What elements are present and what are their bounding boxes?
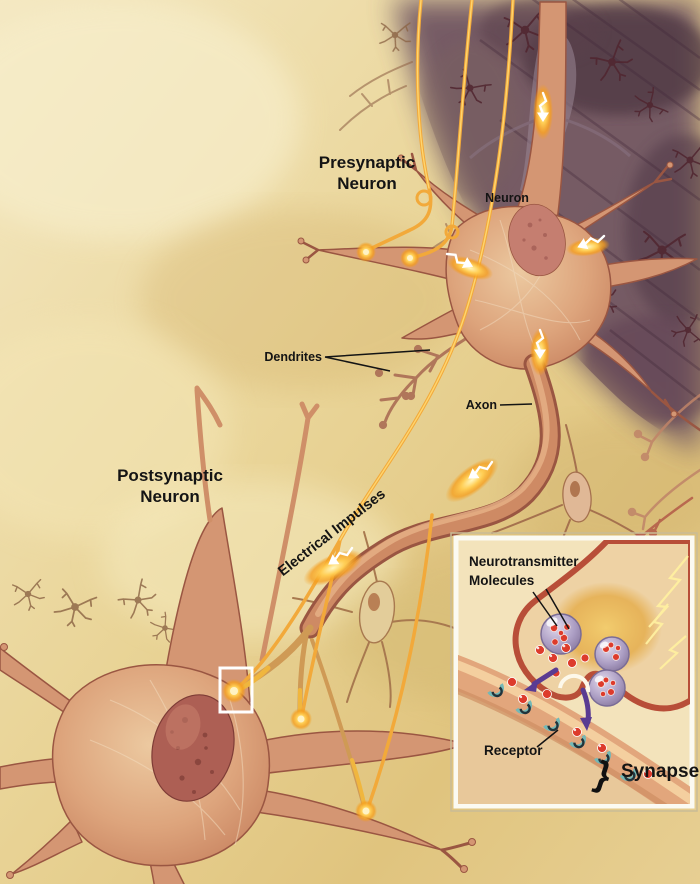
postsynaptic-apical-trunk bbox=[159, 507, 251, 706]
receptor-leader-line bbox=[536, 729, 559, 748]
faint-neuron-right bbox=[491, 424, 661, 587]
presynaptic-nucleus bbox=[508, 203, 566, 277]
neurotransmitter-label-line2: Molecules bbox=[469, 573, 535, 588]
receptors bbox=[487, 683, 637, 782]
postsynaptic-neuron bbox=[0, 385, 508, 890]
presynaptic-neuron-label: Presynaptic Neuron bbox=[319, 152, 415, 194]
neuron-label: Neuron bbox=[485, 191, 529, 205]
synapse-inset: } bbox=[450, 532, 698, 812]
vesicle-release-site bbox=[558, 673, 591, 693]
receptor-label: Receptor bbox=[484, 743, 543, 758]
lightning-icon bbox=[645, 555, 689, 670]
bottom-margin bbox=[0, 884, 700, 890]
dendrites-leader-line bbox=[324, 349, 431, 372]
postsynaptic-label-line1: Postsynaptic bbox=[117, 466, 223, 485]
postsynaptic-label-line2: Neuron bbox=[140, 487, 200, 506]
presynaptic-terminal bbox=[512, 540, 690, 712]
synapse-marker-box bbox=[218, 666, 254, 714]
neurotransmitter-leader-line bbox=[532, 588, 570, 630]
postsynaptic-membrane bbox=[458, 654, 690, 804]
synapse-label: Synapse bbox=[621, 761, 700, 782]
dendrite-tree bbox=[374, 328, 482, 430]
impulse-fibers bbox=[234, 0, 515, 810]
leader-lines bbox=[324, 349, 533, 406]
inset-leader-lines bbox=[532, 588, 570, 748]
axon-leader-line bbox=[499, 403, 533, 406]
neurotransmitter-label-line1: Neurotransmitter bbox=[469, 554, 579, 569]
synapse-boutons bbox=[222, 242, 420, 822]
diffusion-arrows bbox=[524, 667, 592, 731]
dendrites-label: Dendrites bbox=[264, 350, 322, 364]
presynaptic-label-line1: Presynaptic bbox=[318, 153, 416, 172]
axon-label: Axon bbox=[465, 398, 497, 412]
postsynaptic-neuron-label: Postsynaptic Neuron bbox=[117, 465, 223, 507]
neurotransmitter-molecules-label: Neurotransmitter Molecules bbox=[469, 552, 579, 590]
presynaptic-label-line2: Neuron bbox=[337, 174, 397, 193]
postsynaptic-thin-dendrite-2 bbox=[259, 401, 320, 663]
